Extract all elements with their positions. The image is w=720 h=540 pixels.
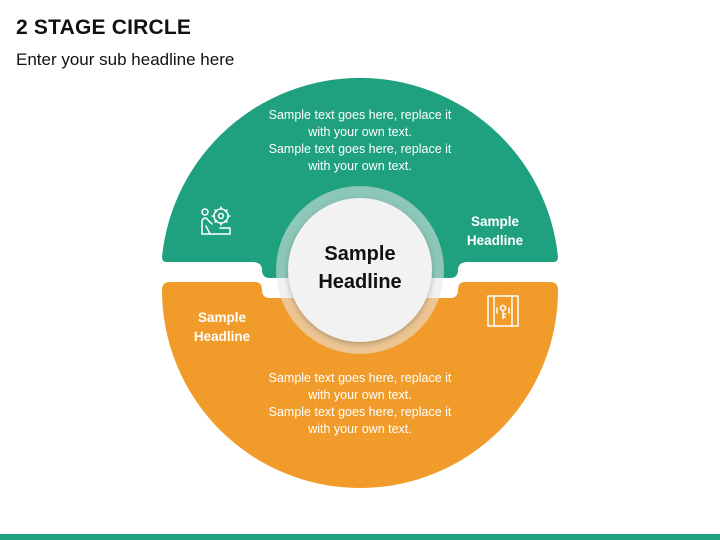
bottom-stage-text: Sample text goes here, replace it with y… [268, 371, 452, 436]
door-key-icon [487, 295, 519, 327]
footer-accent-bar [0, 534, 720, 540]
top-stage-headline: Sample Headline [466, 214, 524, 248]
center-headline: Sample Headline [318, 243, 402, 293]
gear-person-icon [201, 206, 231, 235]
bottom-stage-headline: Sample Headline [193, 310, 251, 344]
top-stage-text: Sample text goes here, replace it with y… [268, 108, 452, 173]
page-title: 2 STAGE CIRCLE [16, 16, 192, 39]
page-subtitle: Enter your sub headline here [16, 50, 235, 69]
top-stage-segment [162, 77, 558, 278]
center-circle [288, 198, 432, 342]
bottom-stage-segment [162, 282, 558, 488]
